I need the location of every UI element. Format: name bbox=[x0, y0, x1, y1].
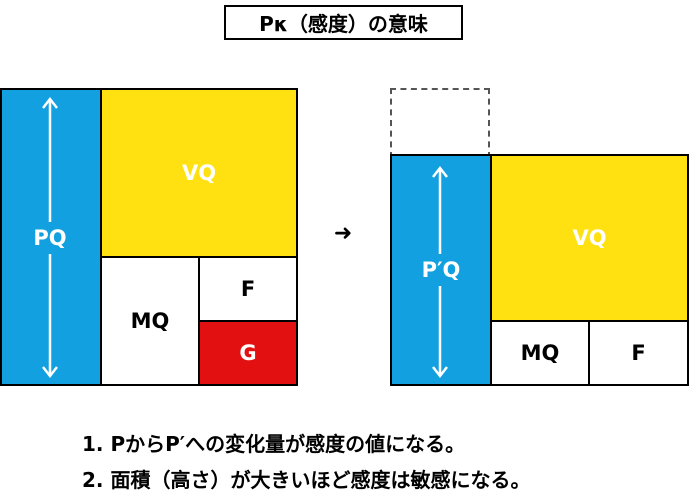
note-1: 1. PからP′への変化量が感度の値になる。 bbox=[82, 432, 466, 456]
right-vq-block: VQ bbox=[490, 154, 689, 322]
removed-area-outline bbox=[390, 88, 490, 158]
g-block: G bbox=[198, 320, 298, 386]
mq-block: MQ bbox=[100, 256, 200, 386]
f-block: F bbox=[198, 256, 298, 322]
transition-arrow-icon: ➜ bbox=[333, 220, 353, 246]
p-prime-q-label: P′Q bbox=[405, 254, 477, 286]
right-mq-block: MQ bbox=[490, 320, 590, 386]
pq-label: PQ bbox=[18, 222, 82, 254]
vq-block: VQ bbox=[100, 88, 298, 258]
page-title: Pκ（感度）の意味 bbox=[224, 5, 463, 40]
right-f-block: F bbox=[588, 320, 689, 386]
note-2: 2. 面積（高さ）が大きいほど感度は敏感になる。 bbox=[82, 468, 531, 492]
